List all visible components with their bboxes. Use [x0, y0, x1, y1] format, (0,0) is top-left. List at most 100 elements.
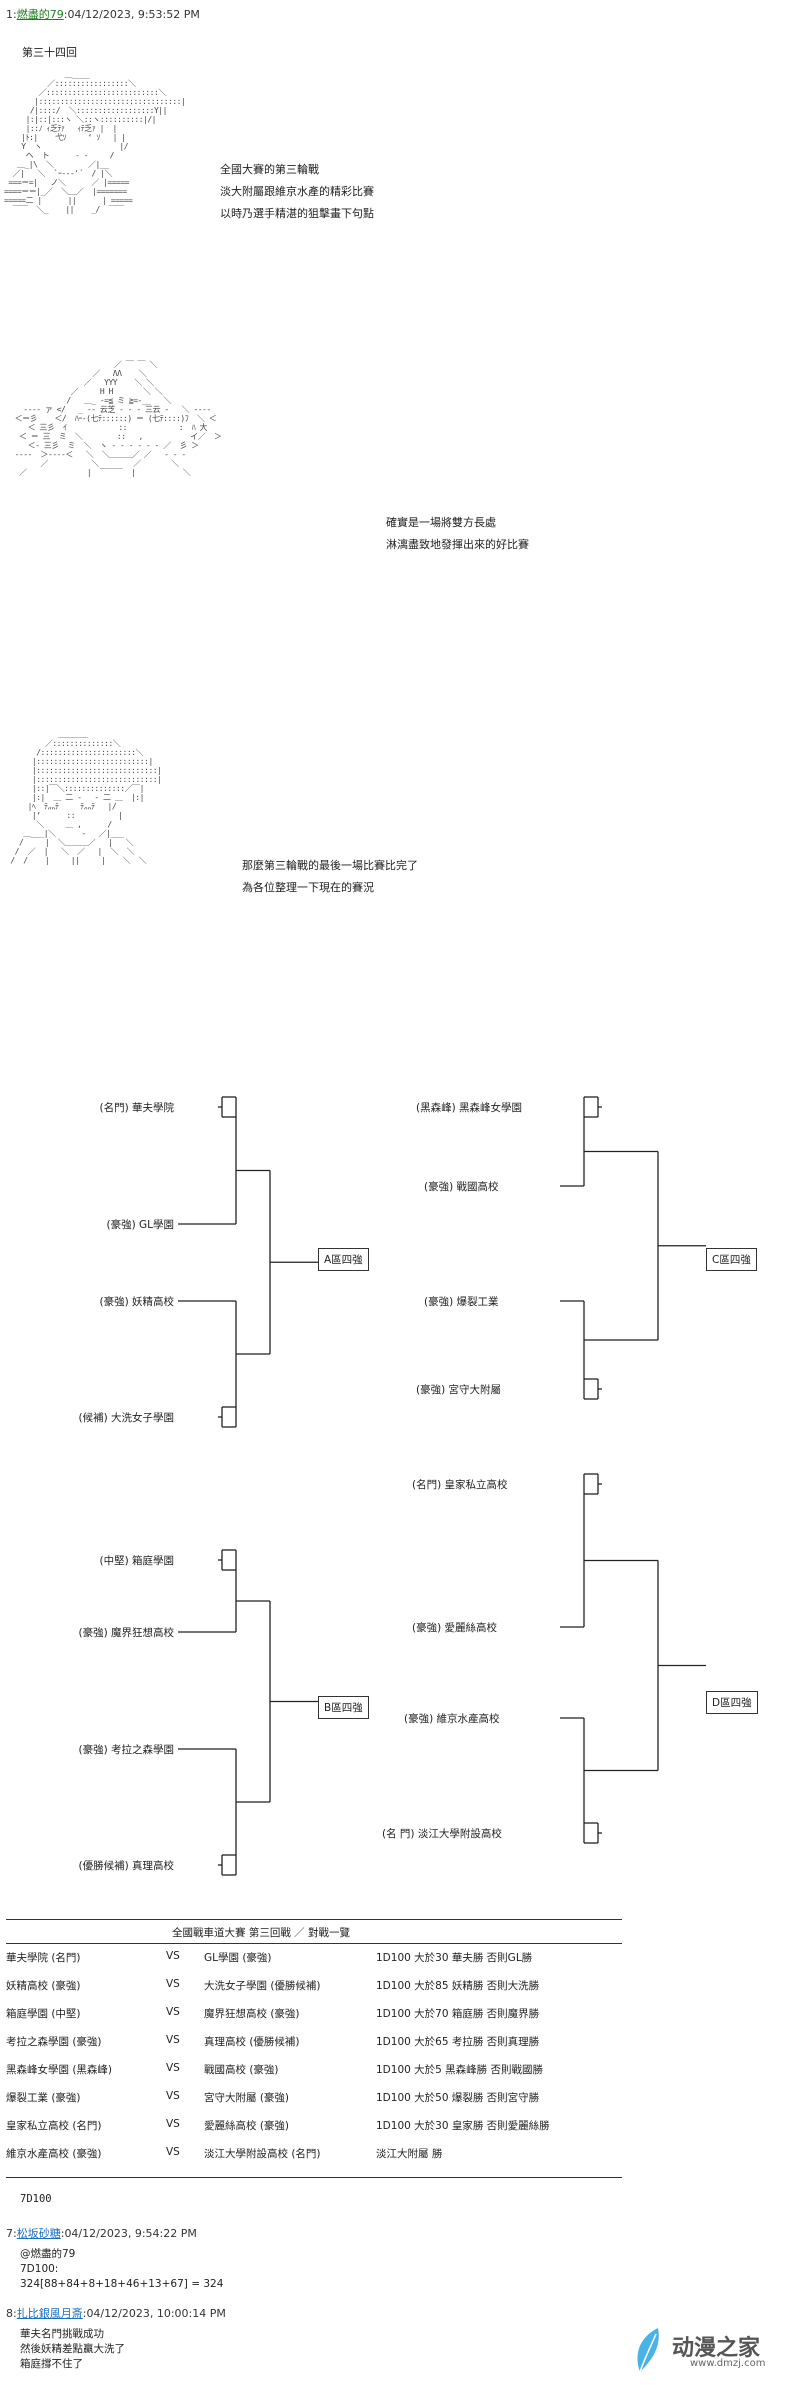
team-a-cell: 考拉之森學園 (豪強): [6, 2036, 102, 2048]
table-row: 考拉之森學園 (豪強) VS 真理高校 (優勝候補) 1D100 大於65 考拉勝 否…: [6, 2034, 626, 2060]
group-d-label: D區四強: [706, 1691, 758, 1714]
team-b3: (豪強) 考拉之森學園: [78, 1744, 174, 1756]
result-cell: 1D100 大於50 爆裂勝 否則宮守勝: [376, 2092, 540, 2104]
post-date: 04/12/2023, 9:53:52 PM: [67, 8, 200, 21]
vs-cell: VS: [166, 2118, 180, 2130]
reply-body-8: 華夫名門挑戰成功 然後妖精差點贏大洗了 箱庭撐不住了: [20, 2327, 125, 2372]
narration-line: 全國大賽的第三輪戰: [220, 163, 319, 176]
narration-line: 淡大附屬跟維京水產的精彩比賽: [220, 185, 374, 198]
dice-command: 7D100: [20, 2193, 52, 2205]
post-header-7: 7:松坂砂糖:04/12/2023, 9:54:22 PM: [6, 2227, 197, 2240]
post-header-1: 1:燃盡的79:04/12/2023, 9:53:52 PM: [6, 8, 200, 21]
team-b-cell: 魔界狂想高校 (豪強): [204, 2008, 300, 2020]
reply-line: @燃盡的79: [20, 2248, 76, 2260]
reply-line: 7D100:: [20, 2263, 59, 2275]
result-cell: 1D100 大於30 皇家勝 否則愛麗絲勝: [376, 2120, 550, 2132]
chapter-title: 第三十四回: [22, 46, 77, 59]
team-a-cell: 箱庭學園 (中堅): [6, 2008, 81, 2020]
tournament-bracket-lines: [178, 1096, 706, 1876]
team-b-cell: 宮守大附屬 (豪強): [204, 2092, 290, 2104]
narration-block-1: 全國大賽的第三輪戰 淡大附屬跟維京水產的精彩比賽 以時乃選手精湛的狙擊畫下句點: [220, 159, 374, 225]
team-b-cell: 淡江大學附設高校 (名門): [204, 2148, 321, 2160]
narration-line: 為各位整理一下現在的賽況: [242, 881, 374, 894]
table-top-rule: [6, 1919, 622, 1920]
team-b2: (豪強) 魔界狂想高校: [78, 1627, 174, 1639]
reply-line: 箱庭撐不住了: [20, 2358, 83, 2370]
result-cell: 1D100 大於70 箱庭勝 否則魔界勝: [376, 2008, 540, 2020]
team-b4: (優勝候補) 真理高校: [78, 1860, 174, 1872]
ascii-art-character-2: ／ ￣ ￣ ＼ ／ ΛΛ ＼ ／ YYY ＼ ＼ ／ H H ＼ ＼ / ＿_ …: [14, 360, 222, 477]
team-a4: (候補) 大洗女子學園: [78, 1412, 174, 1424]
team-b-cell: GL學園 (豪強): [204, 1952, 272, 1964]
team-d1: (名門) 皇家私立高校: [412, 1479, 508, 1491]
post-number: 1: [6, 8, 13, 21]
post-date: 04/12/2023, 9:54:22 PM: [64, 2227, 197, 2240]
table-bottom-rule: [6, 2177, 622, 2178]
group-c-label: C區四強: [706, 1248, 757, 1271]
team-d2: (豪強) 愛麗絲高校: [412, 1622, 498, 1634]
team-a-cell: 皇家私立高校 (名門): [6, 2120, 102, 2132]
vs-cell: VS: [166, 2146, 180, 2158]
table-header-rule: [6, 1943, 622, 1944]
post-date: 04/12/2023, 10:00:14 PM: [86, 2307, 226, 2320]
site-watermark: 动漫之家 www.dmzj.com: [628, 2326, 788, 2376]
poster-name-link[interactable]: 松坂砂糖: [16, 2227, 61, 2240]
vs-cell: VS: [166, 1950, 180, 1962]
table-row: 維京水產高校 (豪強) VS 淡江大學附設高校 (名門) 淡江大附屬 勝: [6, 2146, 626, 2172]
vs-cell: VS: [166, 2034, 180, 2046]
post-number: 7: [6, 2227, 13, 2240]
feather-logo-icon: [637, 2328, 659, 2373]
team-b-cell: 大洗女子學園 (優勝候補): [204, 1980, 321, 1992]
post-number: 8: [6, 2307, 13, 2320]
result-cell: 1D100 大於5 黑森峰勝 否則戰國勝: [376, 2064, 543, 2076]
poster-name-link[interactable]: 燃盡的79: [16, 8, 64, 21]
table-title: 全國戰車道大賽 第三回戰 ／ 對戰一覽: [172, 1927, 351, 1939]
team-b-cell: 戰國高校 (豪強): [204, 2064, 279, 2076]
ascii-art-character-3: ＿＿＿＿ ／::::::::::::::＼ /:::::::::::::::::…: [10, 730, 162, 865]
result-cell: 1D100 大於65 考拉勝 否則真理勝: [376, 2036, 540, 2048]
team-c4: (豪強) 宮守大附屬: [416, 1384, 502, 1396]
poster-name-link[interactable]: 扎比銀風月斎: [16, 2307, 83, 2320]
watermark-url: www.dmzj.com: [690, 2358, 766, 2369]
team-a-cell: 爆裂工業 (豪強): [6, 2092, 81, 2104]
team-a-cell: 黑森峰女學園 (黑森峰): [6, 2064, 113, 2076]
team-a-cell: 妖精高校 (豪強): [6, 1980, 81, 1992]
team-c1: (黑森峰) 黑森峰女學園: [416, 1102, 523, 1114]
team-b-cell: 真理高校 (優勝候補): [204, 2036, 300, 2048]
table-row: 妖精高校 (豪強) VS 大洗女子學園 (優勝候補) 1D100 大於85 妖精勝 否…: [6, 1978, 626, 2004]
reply-line: 華夫名門挑戰成功: [20, 2328, 104, 2340]
table-row: 華夫學院 (名門) VS GL學園 (豪強) 1D100 大於30 華夫勝 否則GL勝: [6, 1950, 626, 1976]
narration-block-2: 確實是一場將雙方長處 淋漓盡致地發揮出來的好比賽: [386, 512, 529, 556]
table-row: 皇家私立高校 (名門) VS 愛麗絲高校 (豪強) 1D100 大於30 皇家勝 否則…: [6, 2118, 626, 2144]
post-header-8: 8:扎比銀風月斎:04/12/2023, 10:00:14 PM: [6, 2307, 226, 2320]
result-cell: 淡江大附屬 勝: [376, 2148, 443, 2160]
table-row: 爆裂工業 (豪強) VS 宮守大附屬 (豪強) 1D100 大於50 爆裂勝 否則宮守…: [6, 2090, 626, 2116]
group-b-label: B區四強: [318, 1696, 369, 1719]
group-a-label: A區四強: [318, 1248, 369, 1271]
team-c3: (豪強) 爆裂工業: [424, 1296, 499, 1308]
team-d3: (豪強) 維京水產高校: [404, 1713, 500, 1725]
team-b-cell: 愛麗絲高校 (豪強): [204, 2120, 290, 2132]
table-row: 箱庭學園 (中堅) VS 魔界狂想高校 (豪強) 1D100 大於70 箱庭勝 否則魔…: [6, 2006, 626, 2032]
narration-line: 以時乃選手精湛的狙擊畫下句點: [220, 207, 374, 220]
vs-cell: VS: [166, 1978, 180, 1990]
watermark-title: 动漫之家: [672, 2336, 761, 2361]
vs-cell: VS: [166, 2006, 180, 2018]
team-b1: (中堅) 箱庭學園: [99, 1555, 174, 1567]
result-cell: 1D100 大於85 妖精勝 否則大洗勝: [376, 1980, 540, 1992]
narration-line: 那麼第三輪戰的最後一場比賽比完了: [242, 859, 418, 872]
result-cell: 1D100 大於30 華夫勝 否則GL勝: [376, 1952, 533, 1964]
team-a3: (豪強) 妖精高校: [99, 1296, 174, 1308]
team-a2: (豪強) GL學園: [106, 1219, 174, 1231]
team-a-cell: 華夫學院 (名門): [6, 1952, 81, 1964]
reply-body-7: @燃盡的79 7D100: 324[88+84+8+18+46+13+67] =…: [20, 2247, 223, 2292]
ascii-art-character-1: ＿____ ／:::::::::::::::::＼ ／:::::::::::::…: [4, 70, 186, 214]
team-a1: (名門) 華夫學院: [99, 1102, 174, 1114]
narration-line: 確實是一場將雙方長處: [386, 516, 496, 529]
team-c2: (豪強) 戰國高校: [424, 1181, 499, 1193]
vs-cell: VS: [166, 2090, 180, 2102]
team-d4: (名 門) 淡江大學附設高校: [382, 1828, 502, 1840]
team-a-cell: 維京水產高校 (豪強): [6, 2148, 102, 2160]
narration-block-3: 那麼第三輪戰的最後一場比賽比完了 為各位整理一下現在的賽況: [242, 855, 418, 899]
